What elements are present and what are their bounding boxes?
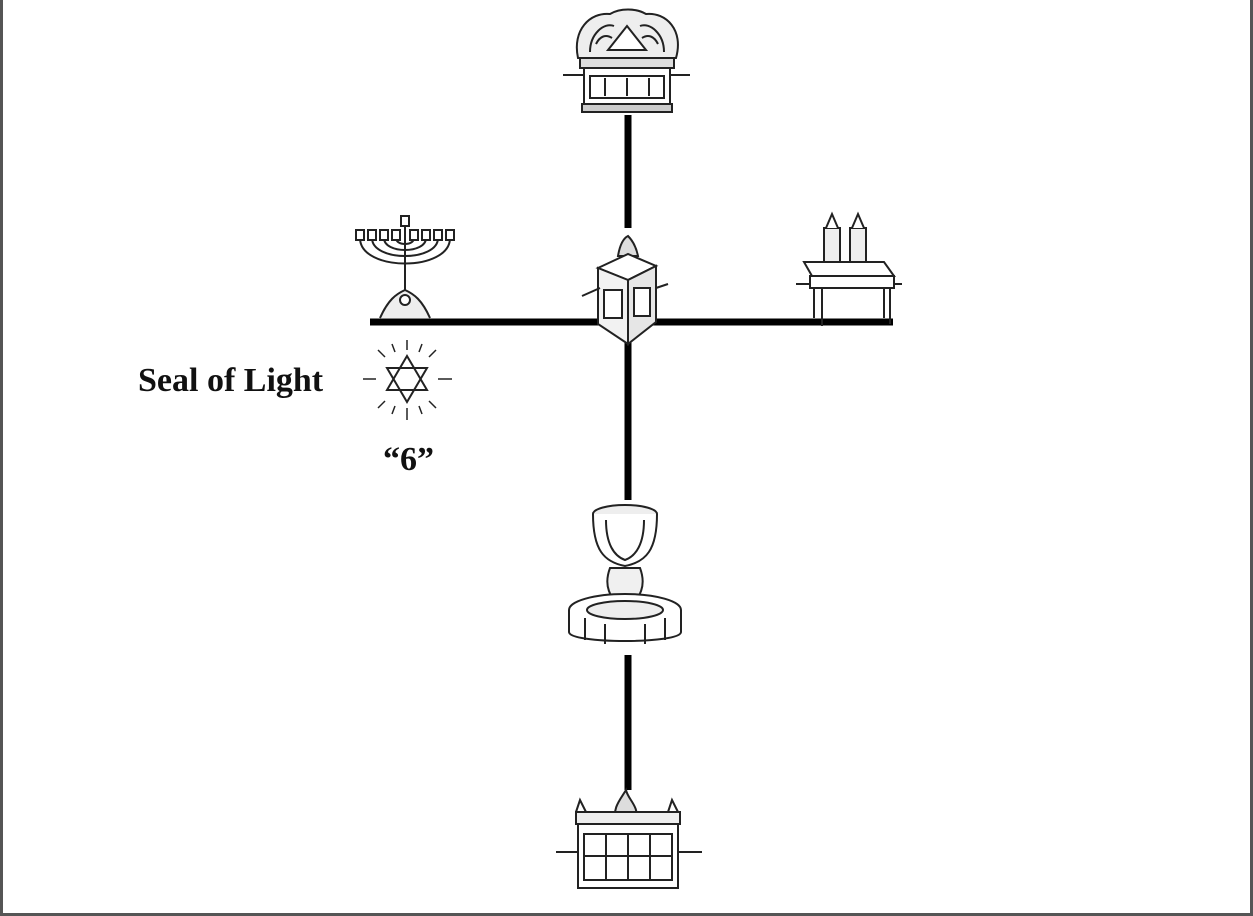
altar-of-incense-icon (581, 234, 669, 347)
seal-of-light-label: Seal of Light (138, 362, 324, 399)
laver-icon (568, 504, 682, 644)
cross-lines (370, 115, 893, 790)
table-of-showbread-icon (796, 211, 902, 326)
star-of-david-icon (363, 340, 452, 420)
ark-of-covenant-icon (563, 8, 690, 113)
menorah-icon (355, 215, 455, 319)
brazen-altar-icon (556, 787, 702, 889)
seal-number-label: “6” (383, 441, 434, 478)
